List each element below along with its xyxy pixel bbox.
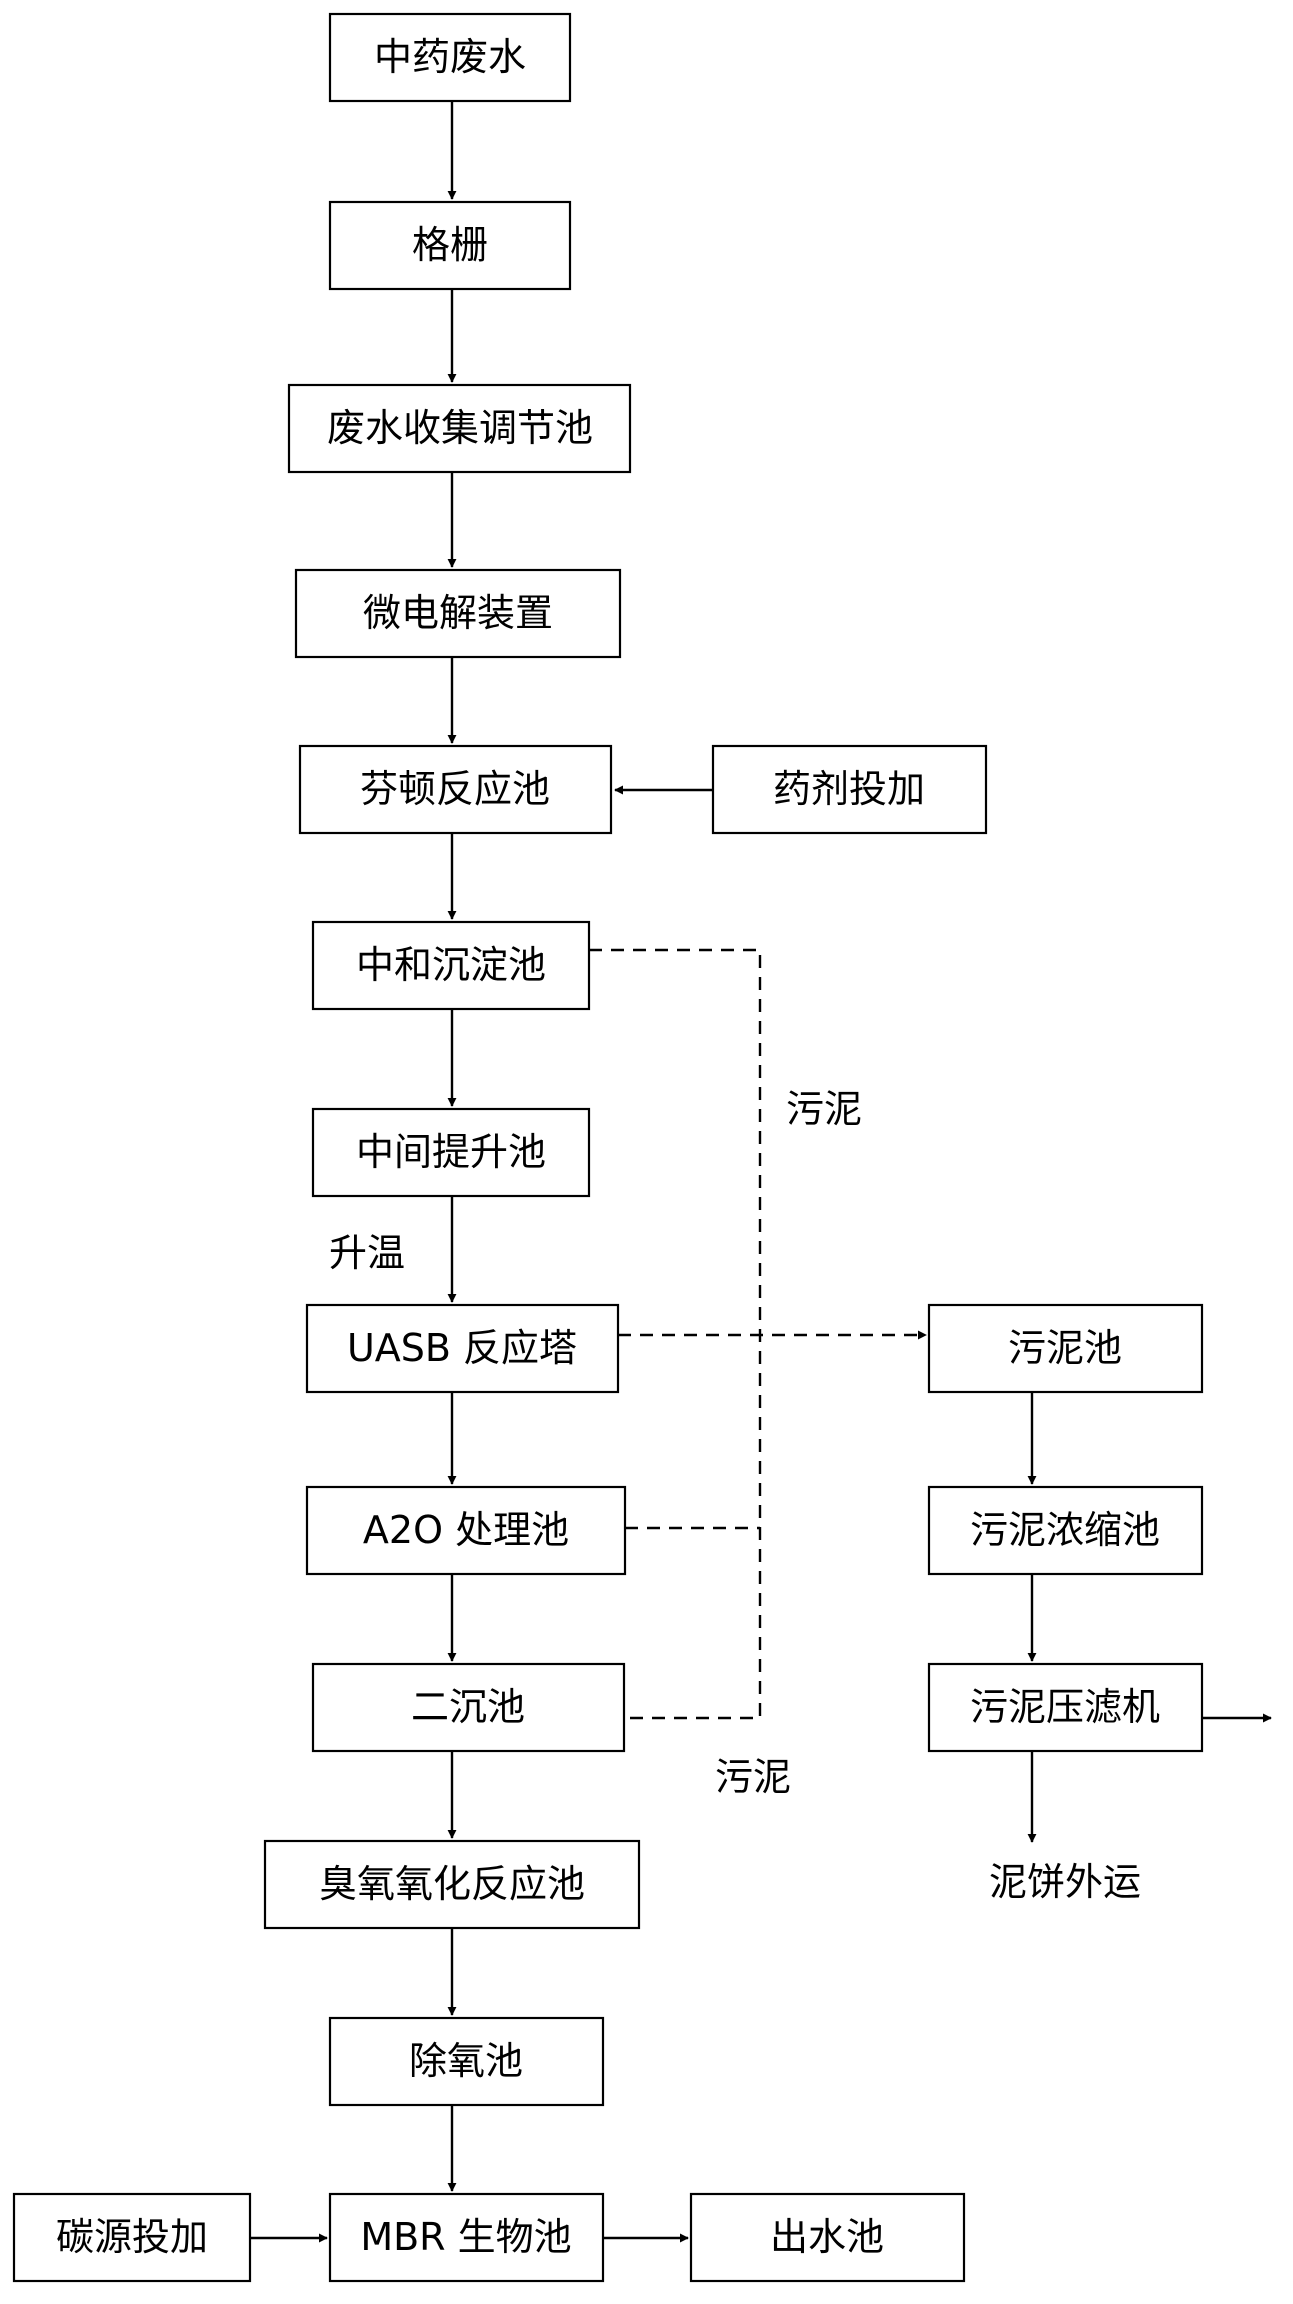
node-label: UASB 反应塔 <box>347 1326 577 1370</box>
node-sludge-thickener: 污泥浓缩池 <box>927 1485 1204 1576</box>
node-label: 微电解装置 <box>363 591 553 635</box>
node-deoxygenation-tank: 除氧池 <box>328 2016 605 2107</box>
node-a2o-tank: A2O 处理池 <box>305 1485 627 1576</box>
node-sludge-tank: 污泥池 <box>927 1303 1204 1394</box>
node-collection-tank: 废水收集调节池 <box>287 383 632 474</box>
node-secondary-clarifier: 二沉池 <box>311 1662 626 1753</box>
node-tcm-wastewater: 中药废水 <box>328 12 572 103</box>
node-label: 碳源投加 <box>56 2215 208 2259</box>
node-label: 废水收集调节池 <box>327 406 593 450</box>
node-mbr-tank: MBR 生物池 <box>328 2192 605 2283</box>
node-label: 出水池 <box>770 2215 884 2259</box>
node-fenton-tank: 芬顿反应池 <box>298 744 613 835</box>
node-effluent-tank: 出水池 <box>689 2192 966 2283</box>
node-label: 中和沉淀池 <box>356 943 546 987</box>
node-label: 除氧池 <box>409 2039 523 2083</box>
node-label: A2O 处理池 <box>363 1508 569 1552</box>
node-grille: 格栅 <box>328 200 572 291</box>
node-label: 芬顿反应池 <box>360 767 550 811</box>
node-label: MBR 生物池 <box>360 2215 571 2259</box>
label-cake-out: 泥饼外运 <box>989 1860 1141 1904</box>
node-chemical-dosing: 药剂投加 <box>711 744 988 835</box>
node-label: 药剂投加 <box>773 767 925 811</box>
node-micro-electrolysis: 微电解装置 <box>294 568 622 659</box>
node-filter-press: 污泥压滤机 <box>927 1662 1204 1753</box>
node-label: 污泥浓缩池 <box>970 1508 1160 1552</box>
label-sludge-top: 污泥 <box>786 1087 862 1131</box>
label-sludge-bottom: 污泥 <box>715 1755 791 1799</box>
node-label: 格栅 <box>412 223 488 267</box>
node-label: 二沉池 <box>411 1685 525 1729</box>
node-label: 中药废水 <box>374 35 526 79</box>
node-neutralization-tank: 中和沉淀池 <box>311 920 591 1011</box>
node-lift-tank: 中间提升池 <box>311 1107 591 1198</box>
node-uasb-tower: UASB 反应塔 <box>305 1303 620 1394</box>
node-label: 臭氧氧化反应池 <box>319 1862 585 1906</box>
node-ozone-tank: 臭氧氧化反应池 <box>263 1839 641 1930</box>
node-label: 污泥压滤机 <box>970 1685 1160 1729</box>
label-heating: 升温 <box>329 1231 405 1275</box>
node-carbon-dosing: 碳源投加 <box>12 2192 252 2283</box>
node-label: 污泥池 <box>1008 1326 1122 1370</box>
node-label: 中间提升池 <box>356 1130 546 1174</box>
